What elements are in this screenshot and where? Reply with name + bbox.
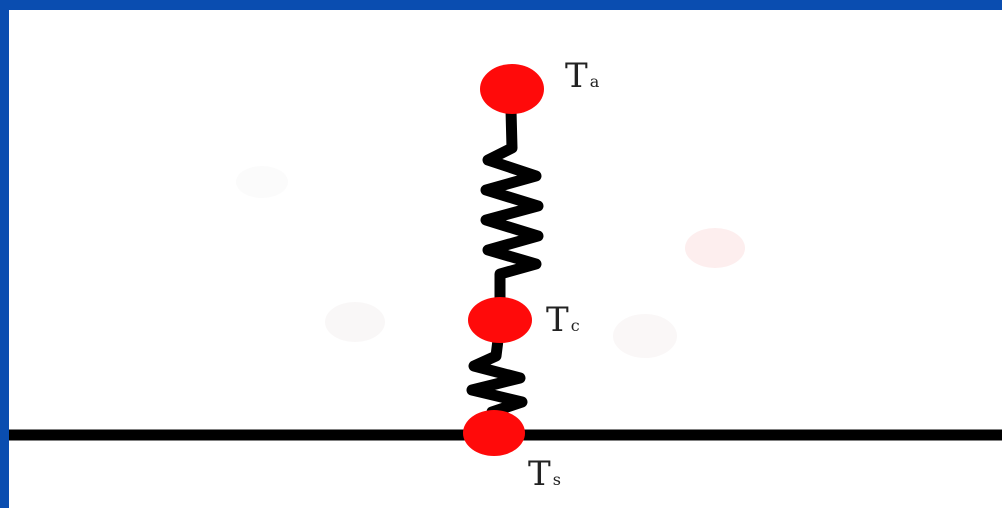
node-ta — [480, 64, 544, 114]
spring-lower — [466, 334, 528, 428]
faint-blob — [613, 314, 677, 358]
spring-upper — [480, 104, 544, 308]
faint-blob — [325, 302, 385, 342]
node-tc — [468, 297, 532, 343]
node-ts — [463, 410, 525, 456]
faint-blob — [236, 166, 288, 198]
faint-blob — [685, 228, 745, 268]
